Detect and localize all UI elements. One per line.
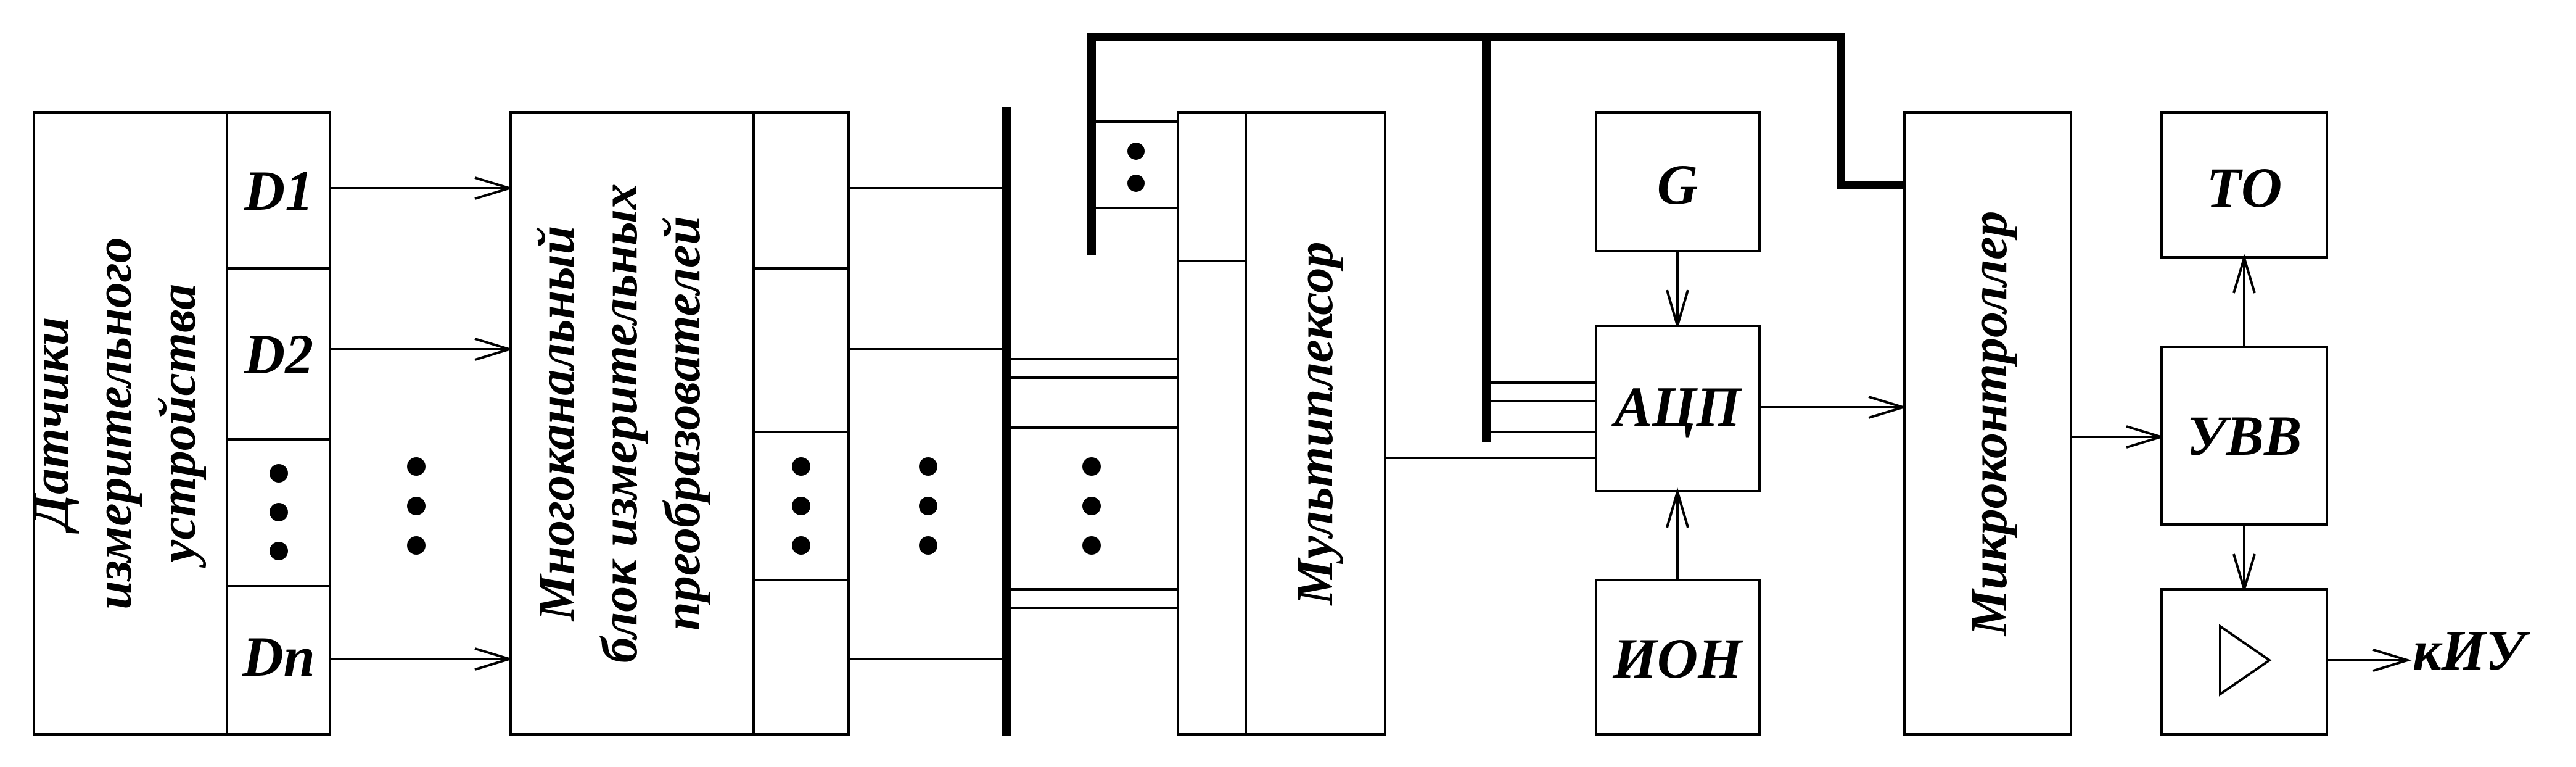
sensors-label-line-2: измерительного xyxy=(85,237,142,610)
vertical-ellipsis-icon xyxy=(407,457,426,555)
sensors-block: Датчики измерительного устройства D1 D2 … xyxy=(22,111,331,736)
adc-to-microcontroller-arrow xyxy=(1759,396,1907,419)
amplifier-output-arrow xyxy=(2327,649,2412,672)
converters-label-line-2: блок измерительных xyxy=(591,183,648,663)
microcontroller-label: Микроконтроллер xyxy=(1961,211,2018,637)
sensor-output-arrows xyxy=(330,176,514,671)
sensor-dn-label: Dn xyxy=(242,625,315,688)
output-target-label: кИУ xyxy=(2413,619,2530,682)
microcontroller-block: Микроконтроллер xyxy=(1903,111,2072,736)
control-bus-to-adc-lines xyxy=(1486,381,1596,433)
converters-label-line-1: Многоканальный xyxy=(528,226,585,623)
bus-to-multiplexer-lines xyxy=(1006,358,1178,609)
generator-to-adc-arrow xyxy=(1666,251,1689,331)
vertical-ellipsis-icon xyxy=(1127,143,1145,192)
multiplexer-address-box xyxy=(1093,120,1179,209)
io-to-amplifier-arrow xyxy=(2232,524,2256,594)
multiplexer-label: Мультиплексор xyxy=(1286,242,1344,607)
vertical-ellipsis-icon xyxy=(270,464,288,560)
vertical-ellipsis-icon xyxy=(792,457,810,555)
reference-to-adc-arrow xyxy=(1666,487,1689,580)
reference-label: ИОН xyxy=(1612,627,1743,690)
converter-output-lines xyxy=(849,187,1006,660)
reference-block: ИОН xyxy=(1595,579,1761,736)
timer-label: ТО xyxy=(2207,156,2282,219)
vertical-ellipsis-icon xyxy=(1082,457,1101,555)
sensor-d1-label: D1 xyxy=(244,159,313,222)
multiplexer-block: Мультиплексор xyxy=(1177,111,1386,736)
control-bus xyxy=(1087,33,1906,442)
generator-block: G xyxy=(1595,111,1761,252)
sensors-label-line-1: Датчики xyxy=(22,317,80,534)
converters-label-line-3: преобразователей xyxy=(654,216,711,631)
io-to-timer-arrow xyxy=(2232,254,2256,347)
amplifier-block xyxy=(2160,588,2328,736)
io-device-label: УВВ xyxy=(2187,404,2302,467)
adc-label: АЦП xyxy=(1611,375,1742,438)
sensor-d2-label: D2 xyxy=(244,323,313,386)
vertical-ellipsis-icon xyxy=(919,457,937,555)
io-device-block: УВВ xyxy=(2160,346,2328,526)
timer-block: ТО xyxy=(2160,111,2328,259)
triangle-amplifier-icon xyxy=(2219,624,2272,697)
generator-label: G xyxy=(1657,153,1698,216)
microcontroller-to-io-arrow xyxy=(2071,425,2165,449)
adc-block: АЦП xyxy=(1595,325,1761,492)
converters-block: Многоканальный блок измерительных преобр… xyxy=(509,111,850,736)
sensors-label-line-3: устройства xyxy=(149,284,207,568)
